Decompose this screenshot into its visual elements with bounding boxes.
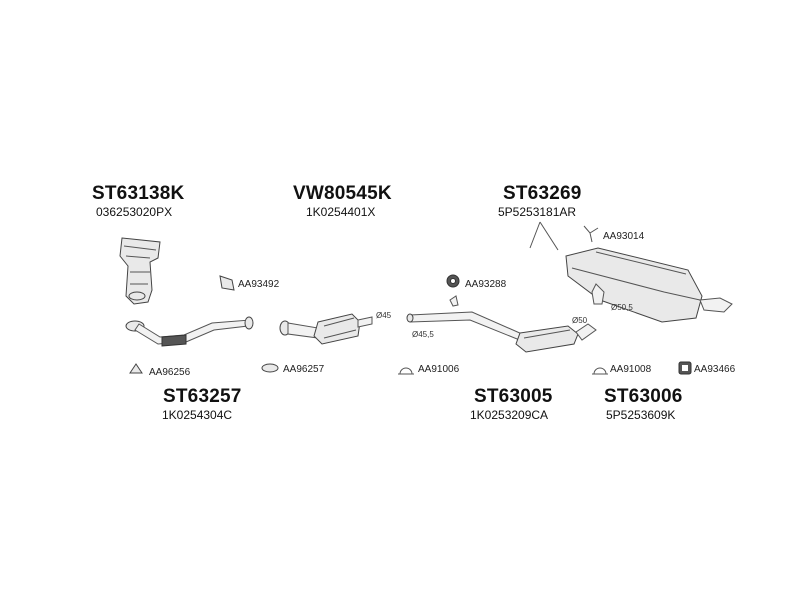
part-code-st63138k[interactable]: ST63138K [92,183,185,204]
front-pipe-icon [125,316,254,347]
exhaust-manifold-icon [119,237,161,305]
diameter-label: Ø50 [572,316,588,325]
u-clamp-icon [398,367,414,375]
rubber-block-icon [678,361,692,375]
accessory-code-aa96257[interactable]: AA96257 [283,364,325,375]
accessory-code-aa93288[interactable]: AA93288 [465,279,507,290]
u-clamp-icon [592,367,608,375]
clamp-bolt-icon [219,275,235,291]
accessory-code-aa96256[interactable]: AA96256 [149,367,191,378]
accessory-code-aa91008[interactable]: AA91008 [610,364,652,375]
oem-number: 5P5253181AR [498,205,577,219]
hanger-bracket-icon [583,225,599,243]
gasket-icon [261,363,279,373]
diameter-label: Ø50,5 [611,303,633,312]
part-code-st63006[interactable]: ST63006 [604,386,683,407]
accessory-code-aa91006[interactable]: AA91006 [418,364,460,375]
accessory-code-aa93014[interactable]: AA93014 [603,231,645,242]
diameter-label: Ø45 [376,311,392,320]
part-code-st63005[interactable]: ST63005 [474,386,553,407]
accessory-code-aa93492[interactable]: AA93492 [238,279,280,290]
oem-number: 1K0253209CA [470,408,549,422]
part-code-st63257[interactable]: ST63257 [163,386,242,407]
oem-number: 036253020PX [96,205,173,219]
oem-number: 1K0254304C [162,408,233,422]
rear-silencer-icon [565,247,733,323]
oem-number: 1K0254401X [306,205,376,219]
diameter-label: Ø45,5 [412,330,434,339]
oem-number: 5P5253609K [606,408,676,422]
catalytic-converter-icon [279,313,373,345]
accessory-code-aa93466[interactable]: AA93466 [694,364,736,375]
gasket-icon [129,363,143,374]
rubber-mount-icon [446,274,460,288]
part-code-vw80545k[interactable]: VW80545K [293,183,392,204]
part-code-st63269[interactable]: ST63269 [503,183,582,204]
middle-pipe-icon [406,295,597,353]
